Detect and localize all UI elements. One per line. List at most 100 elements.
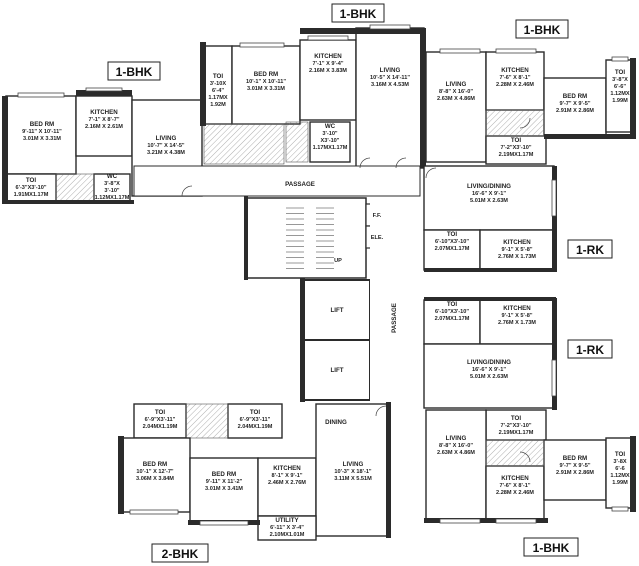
tr-bed-dim: 9'-7" X 9'-5" — [560, 101, 591, 107]
unit-rk-upper — [423, 165, 557, 272]
rk2-toi-dim: 6'-10"X3'-10" — [435, 309, 469, 315]
tl-duct — [55, 173, 95, 203]
rk2-kitchen-dim: 9'-1" X 5'-8" — [502, 313, 533, 319]
passage-vertical — [370, 198, 420, 438]
tc-living-name: LIVING — [380, 67, 401, 74]
passage-horizontal — [133, 165, 421, 197]
tr-toi-room — [485, 135, 547, 165]
tr-living-name: LIVING — [446, 81, 467, 88]
bl-utility-name: UTILITY — [275, 517, 299, 524]
rk1-kitchen-name: KITCHEN — [503, 239, 531, 246]
br-toi-side-name: TOI — [615, 451, 625, 458]
unit-top-right-1bhk — [425, 48, 636, 165]
tr-toi-side-dim: 1.99M — [612, 98, 628, 104]
rk1-living-dim: 5.01M X 2.63M — [470, 198, 508, 204]
br-toi-dim: 2.19MX1.17M — [499, 430, 534, 436]
rk1-living-name: LIVING/DINING — [467, 183, 511, 190]
br-kitchen-name: KITCHEN — [501, 475, 529, 482]
tl-toi-name: TOI — [26, 177, 36, 184]
tc-toi-dim: 3'-10X — [210, 81, 227, 87]
tl-wc-dim: 3'-10" — [104, 188, 120, 194]
unit-top-center-1bhk — [200, 24, 426, 169]
rk2-living-dim: 16'-6" X 9'-1" — [472, 367, 506, 373]
tr-duct — [485, 109, 545, 137]
bl-dining-name: DINING — [325, 419, 347, 426]
br-bed-name: BED RM — [563, 455, 587, 462]
tl-wc-dim: 3'-8"X — [104, 181, 120, 187]
tl-kitchen-room — [75, 95, 133, 157]
lift-1-label: LIFT — [330, 307, 343, 314]
rk2-living-name: LIVING/DINING — [467, 359, 511, 366]
tag-top-left: 1-BHK — [107, 61, 161, 81]
tc-kitchen-room — [299, 39, 357, 121]
br-toi-side-dim: 3'-8X — [613, 459, 626, 465]
bl-duct — [185, 403, 229, 439]
tl-wc-dim: 1.12MX1.17M — [95, 195, 130, 201]
bl-living-dim: 3.11M X 5.51M — [334, 476, 372, 482]
tr-living-dim: 8'-8" X 16'-0" — [439, 89, 473, 95]
bl-toi2-room — [227, 403, 283, 439]
rk1-toi-dim: 6'-10"X3'-10" — [435, 239, 469, 245]
rk1-kitchen-dim: 9'-1" X 5'-8" — [502, 247, 533, 253]
bl-kitchen-room — [257, 457, 317, 517]
bl-toi2-dim: 6'-9"X3'-11" — [240, 417, 271, 423]
bl-kitchen-dim: 8'-1" X 9'-1" — [272, 473, 303, 479]
staircase — [245, 197, 367, 279]
tc-duct-2 — [285, 121, 309, 163]
tr-toi-side-dim: 6'-6" — [614, 84, 626, 90]
tr-kitchen-name: KITCHEN — [501, 67, 529, 74]
tc-bed-room — [231, 45, 301, 125]
br-toi-side-dim: 1.99M — [612, 480, 628, 486]
room-labels: BED RM9'-11" X 10'-11"3.01M X 3.31MKITCH… — [14, 53, 630, 538]
br-kitchen-dim: 2.28M X 2.46M — [496, 490, 534, 496]
rk1-toi-name: TOI — [447, 231, 457, 238]
passage-label: PASSAGE — [285, 181, 315, 188]
tag-rk-upper: 1-RK — [567, 239, 613, 259]
tl-bed-name: BED RM — [30, 121, 54, 128]
bl-toi2-name: TOI — [250, 409, 260, 416]
lift-2-label: LIFT — [330, 367, 343, 374]
rk2-toi-dim: 2.07MX1.17M — [435, 316, 470, 322]
ele-label: ELE. — [371, 235, 384, 241]
passage-vertical-label: PASSAGE — [391, 303, 398, 333]
tag-top-right: 1-BHK — [515, 19, 569, 39]
tr-bed-dim: 2.91M X 2.86M — [556, 108, 594, 114]
tr-kitchen-room — [485, 51, 545, 111]
bl-kitchen-dim: 2.46M X 2.76M — [268, 480, 306, 486]
tr-bed-room — [543, 77, 607, 137]
tl-living-dim: 3.21M X 4.38M — [147, 150, 185, 156]
tl-bed-dim: 9'-11" X 10'-11" — [22, 129, 62, 135]
bl-toi2-dim: 2.04MX1.19M — [238, 424, 273, 430]
bl-kitchen-name: KITCHEN — [273, 465, 301, 472]
bl-bed1-dim: 3.06M X 3.84M — [136, 476, 174, 482]
bl-toi1-name: TOI — [155, 409, 165, 416]
tc-wc-dim: 3'-10" — [322, 131, 338, 137]
tr-living-room — [425, 51, 487, 163]
tr-toi-dim: 7'-2"X3'-10" — [501, 145, 532, 151]
rk2-living-room — [423, 343, 555, 409]
bl-utility-dim: 2.10MX1.01M — [270, 532, 305, 538]
tag-rk-lower: 1-RK — [567, 339, 613, 359]
tr-bed-name: BED RM — [563, 93, 587, 100]
tl-living-dim: 10'-7" X 14'-5" — [147, 143, 185, 149]
stair-treads — [286, 207, 334, 269]
unit-top-left-1bhk — [2, 87, 203, 204]
tl-kitchen-name: KITCHEN — [90, 109, 118, 116]
br-kitchen-dim: 7'-6" X 8'-1" — [500, 483, 531, 489]
tag-rk-lower-text: 1-RK — [576, 343, 604, 357]
tr-toi-dim: 2.19MX1.17M — [499, 152, 534, 158]
tag-top-center: 1-BHK — [331, 3, 385, 23]
br-toi-side-room — [605, 437, 635, 509]
tr-kitchen-dim: 7'-6" X 8'-1" — [500, 75, 531, 81]
tc-bed-dim: 10'-1" X 10'-11" — [246, 79, 286, 85]
tr-toi-side-dim: 1.12MX — [610, 91, 630, 97]
tc-wc-room — [309, 121, 351, 163]
tag-bottom-left: 2-BHK — [151, 543, 209, 563]
rk2-kitchen-dim: 2.76M X 1.73M — [498, 320, 536, 326]
unit-bottom-right-1bhk — [424, 409, 636, 524]
tl-living-name: LIVING — [156, 135, 177, 142]
tag-bottom-right-text: 1-BHK — [533, 541, 570, 555]
tc-living-room — [355, 27, 425, 169]
tl-wc-name: WC — [107, 173, 118, 180]
